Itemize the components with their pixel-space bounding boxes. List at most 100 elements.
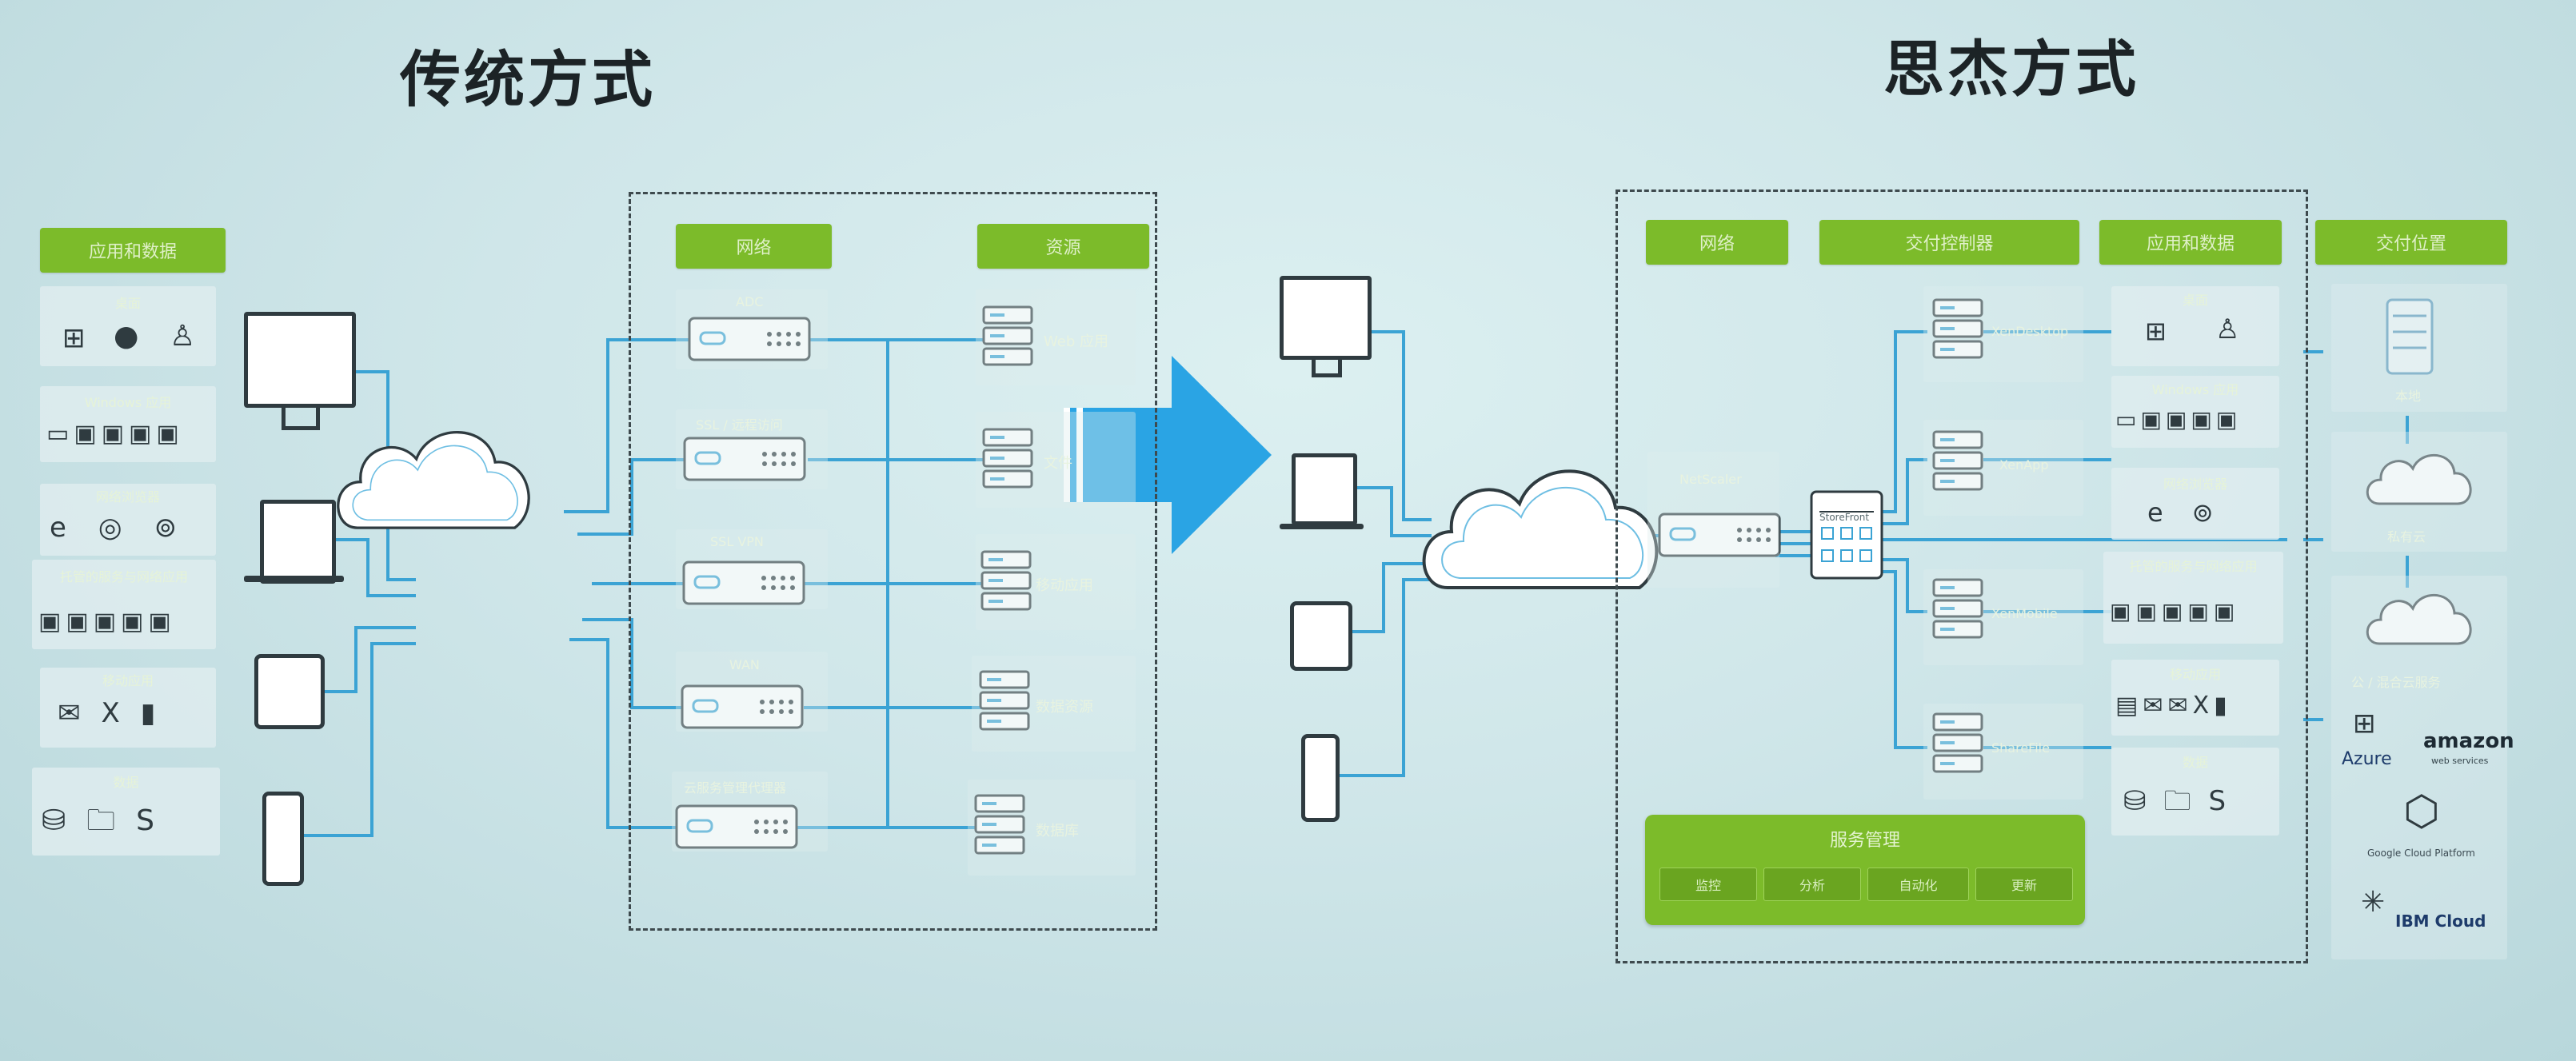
left-network-label: WAN xyxy=(729,657,760,672)
laptop-base xyxy=(244,576,344,582)
storefront-label: StoreFront xyxy=(1819,512,1870,523)
browser-icons: e⊚ xyxy=(2147,497,2243,528)
left-resource-label: Web 应用 xyxy=(1044,333,1108,350)
left-app-group-label: 移动应用 xyxy=(102,673,154,688)
windows-apps-icon: ▭▣▣▣▣ xyxy=(2115,406,2242,433)
right-app-group-mobile xyxy=(2111,660,2279,736)
hosting-private-cloud xyxy=(2331,432,2507,552)
left-app-group-hosted xyxy=(32,560,216,649)
left-apps-header: 应用和数据 xyxy=(40,228,226,273)
right-app-group-windows xyxy=(2111,376,2279,448)
right-app-group-label: 数据 xyxy=(2182,755,2208,770)
windows-apps-icon: ▭▣▣▣▣ xyxy=(46,420,184,448)
tablet-icon xyxy=(1290,601,1352,671)
laptop-icon xyxy=(1292,453,1357,525)
left-network-row xyxy=(672,772,828,852)
service-monitor: 监控 xyxy=(1659,868,1757,901)
phone-icon xyxy=(1301,734,1340,822)
windows-icon: ⊞ xyxy=(62,322,86,354)
title-traditional: 传统方式 xyxy=(400,44,656,115)
google-cloud-icon: ⬡ xyxy=(2403,788,2440,836)
service-management-title: 服务管理 xyxy=(1829,831,1900,851)
hosting-onprem xyxy=(2331,284,2507,412)
azure-logo-icon: ⊞ xyxy=(2353,708,2376,740)
hosting-public-label: 公 / 混合云服务 xyxy=(2351,675,2441,690)
left-app-group-data xyxy=(32,768,220,856)
netscaler-label: NetScaler xyxy=(1679,472,1742,487)
azure-label: Azure xyxy=(2342,749,2392,769)
left-network-row xyxy=(676,652,828,732)
aws-sub: web services xyxy=(2431,756,2489,766)
left-dashed-region xyxy=(629,192,1157,931)
left-app-group-label: Windows 应用 xyxy=(84,395,172,410)
ibm-cloud-label: IBM Cloud xyxy=(2395,911,2486,931)
data-icons: ⛁🗀S xyxy=(42,804,176,837)
linux-icon: ♙ xyxy=(2215,313,2240,345)
right-app-group-desktop xyxy=(2111,286,2279,366)
mobile-apps-icons: ▤✉✉X▮ xyxy=(2115,692,2232,720)
right-app-group-label: 托管的服务与网络应用 xyxy=(2129,559,2258,574)
right-app-group-label: 网络浏览器 xyxy=(2163,477,2227,492)
desktop-monitor-icon xyxy=(1280,276,1372,360)
desktop-stand xyxy=(282,404,320,430)
delivery-server-row xyxy=(1923,420,2083,516)
right-apps-header: 应用和数据 xyxy=(2099,220,2282,265)
left-network-row xyxy=(676,409,828,489)
service-automation: 自动化 xyxy=(1867,868,1969,901)
phone-icon xyxy=(262,792,304,886)
right-network-header: 网络 xyxy=(1646,220,1788,265)
left-resource-label: 数据库 xyxy=(1036,823,1079,840)
left-app-group-browsers xyxy=(40,484,216,556)
delivery-server-row xyxy=(1923,286,2083,382)
laptop-base xyxy=(1280,524,1364,529)
left-app-group-label: 桌面 xyxy=(114,296,141,311)
tablet-icon xyxy=(254,654,325,729)
left-resource-row xyxy=(972,656,1136,752)
hosted-apps-icons: ▣▣▣▣▣ xyxy=(2110,598,2240,624)
left-resource-label: 文件 xyxy=(1044,455,1072,472)
right-app-group-data xyxy=(2111,748,2279,836)
delivery-server-row xyxy=(1923,704,2083,800)
right-app-group-hosted xyxy=(2103,552,2283,644)
left-network-row xyxy=(676,289,828,369)
left-resource-row xyxy=(976,412,1136,508)
google-cloud-label: Google Cloud Platform xyxy=(2367,848,2475,859)
delivery-server-label: XenMobile xyxy=(1991,606,2058,621)
hosting-onprem-label: 本地 xyxy=(2395,389,2422,404)
transition-arrow xyxy=(1064,356,1272,554)
left-resource-row xyxy=(968,780,1136,876)
service-analytics: 分析 xyxy=(1763,868,1861,901)
left-network-row xyxy=(676,529,828,609)
title-citrix: 思杰方式 xyxy=(1883,34,2139,105)
left-network-label: SSL VPN xyxy=(710,534,764,549)
netscaler-panel xyxy=(1647,452,1779,588)
desktop-monitor-icon xyxy=(244,312,356,408)
right-dashed-region xyxy=(1615,189,2308,963)
right-delivery-header: 交付控制器 xyxy=(1819,220,2079,265)
left-resource-row xyxy=(976,289,1136,385)
right-app-group-label: Windows 应用 xyxy=(2151,382,2239,397)
hosted-apps-icons: ▣▣▣▣▣ xyxy=(38,608,176,636)
aws-logo: amazon xyxy=(2423,729,2514,753)
left-resources-header: 资源 xyxy=(977,224,1149,269)
laptop-icon xyxy=(260,500,336,584)
apple-icon: ● xyxy=(114,320,139,353)
left-app-group-desktop xyxy=(40,286,216,366)
right-hosting-header: 交付位置 xyxy=(2315,220,2507,265)
left-app-group-mobile xyxy=(40,668,216,748)
delivery-server-row xyxy=(1923,569,2083,665)
left-resource-label: 移动应用 xyxy=(1036,577,1093,594)
left-app-group-windows xyxy=(40,386,216,462)
delivery-server-label: XenApp xyxy=(1999,457,2049,473)
left-resource-label: 数据资源 xyxy=(1036,699,1093,716)
left-app-group-label: 网络浏览器 xyxy=(95,489,160,505)
desktop-stand xyxy=(1312,356,1342,377)
hosting-private-label: 私有云 xyxy=(2387,529,2426,544)
left-network-label: 云服务管理代理器 xyxy=(684,780,787,796)
service-update: 更新 xyxy=(1975,868,2073,901)
left-app-group-label: 托管的服务与网络应用 xyxy=(59,569,188,584)
linux-icon: ♙ xyxy=(170,320,196,353)
left-network-header: 网络 xyxy=(676,224,832,269)
